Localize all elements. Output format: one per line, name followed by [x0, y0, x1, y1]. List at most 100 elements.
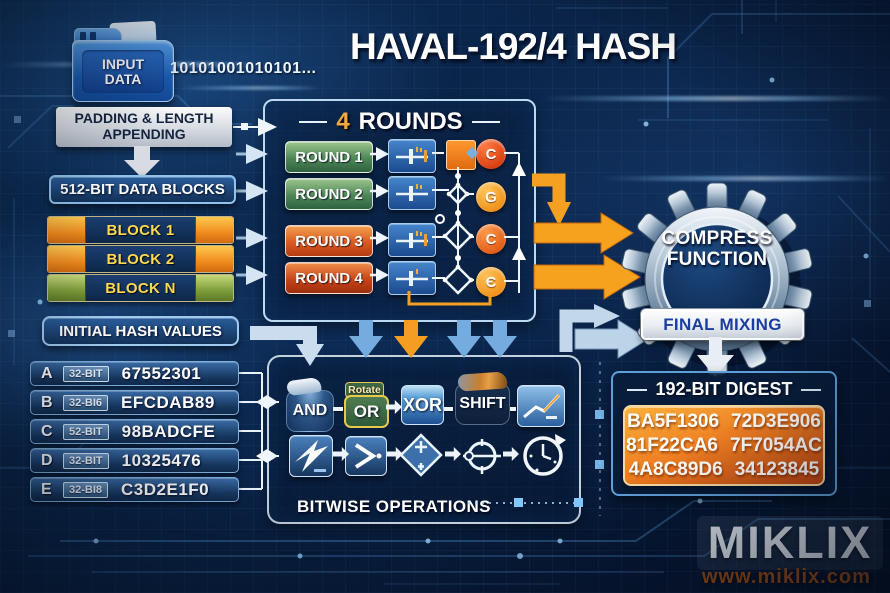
register-value: 98BADCFE — [121, 421, 216, 441]
rounds-to-compress-arrows — [532, 173, 649, 359]
block-cap — [48, 275, 85, 301]
round-function-icon — [388, 139, 436, 173]
block-row-1: BLOCK 1 — [47, 216, 234, 244]
xor-op-icon: XOR — [401, 385, 444, 425]
brand-logo: MIKLIX — [697, 516, 883, 570]
digest-word: 4A8C89D6 — [628, 458, 723, 480]
register-value: EFCDAB89 — [121, 392, 215, 412]
graph-icon — [517, 385, 565, 427]
round-function-icon — [388, 176, 436, 210]
header-line-left — [627, 388, 648, 391]
block-label: BLOCK 2 — [85, 246, 196, 272]
register-value: C3D2E1F0 — [121, 479, 210, 499]
register-row-d: D 32-BIT 10325476 — [30, 448, 239, 473]
block-row-2: BLOCK 2 — [47, 245, 234, 273]
digest-row: BA5F1306 72D3E906 — [625, 411, 823, 433]
block-row-n: BLOCK N — [47, 274, 234, 302]
input-data-folder-icon: INPUT DATA — [70, 20, 176, 102]
rotate-clock-icon — [521, 432, 567, 478]
round-1-label: ROUND 1 — [295, 148, 363, 166]
register-letter: A — [41, 364, 53, 382]
header-line-right — [471, 121, 500, 123]
or-label: OR — [353, 401, 380, 421]
digest-value-box: BA5F1306 72D3E906 81F22CA6 7F7054AC 4A8C… — [623, 405, 825, 486]
binary-stream-text: 10101001010101... — [170, 60, 317, 77]
rounds-panel-title: 4 ROUNDS — [265, 108, 534, 136]
register-width-badge: 32-BIT — [63, 365, 109, 382]
and-label: AND — [292, 402, 328, 419]
register-width-badge: 32-BI8 — [63, 481, 109, 498]
shift-label: SHIFT — [459, 395, 506, 412]
rounds-label: ROUNDS — [358, 108, 463, 135]
round-3-label: ROUND 3 — [295, 232, 363, 250]
header-line-left — [299, 121, 328, 123]
round-2-box: ROUND 2 — [285, 178, 373, 210]
connector-dash — [510, 407, 516, 411]
node-letter: C — [485, 145, 497, 163]
round-1-box: ROUND 1 — [285, 141, 373, 173]
register-value: 67552301 — [121, 363, 202, 383]
xor-label: XOR — [402, 394, 442, 415]
round-4-label: ROUND 4 — [295, 269, 363, 287]
register-letter: D — [41, 451, 53, 469]
rounds-panel: 4 ROUNDS ROUND 1 ROUND 2 ROUND 3 ROUND 4… — [263, 99, 536, 322]
round-function-icon — [388, 261, 436, 295]
register-row-b: B 32-BI6 EFCDAB89 — [30, 390, 239, 415]
folder-label-line1: INPUT — [102, 55, 144, 72]
digest-word: 7F7054AC — [730, 434, 822, 456]
compress-line2: FUNCTION — [666, 248, 768, 270]
round-4-output-node: Є — [476, 267, 506, 297]
digest-word: 81F22CA6 — [626, 434, 718, 456]
block-cap — [48, 217, 85, 243]
block-label: BLOCK N — [85, 275, 196, 301]
or-op-icon: OR — [344, 395, 389, 428]
folder-body: INPUT DATA — [72, 40, 174, 102]
register-row-c: C 52-BIT 98BADCFE — [30, 419, 239, 444]
round-3-box: ROUND 3 — [285, 225, 373, 257]
round-4-box: ROUND 4 — [285, 262, 373, 294]
glow-streak — [540, 96, 890, 101]
register-width-badge: 32-BIT — [63, 452, 109, 469]
round-function-icon — [388, 223, 436, 257]
crosshair-icon — [463, 437, 501, 475]
glow-streak — [600, 176, 890, 181]
padding-step: PADDING & LENGTH APPENDING — [56, 107, 232, 147]
block-label: BLOCK 1 — [85, 217, 196, 243]
digest-panel: 192-BIT DIGEST BA5F1306 72D3E906 81F22CA… — [611, 371, 837, 496]
digest-word: 34123845 — [734, 458, 820, 480]
rounds-to-bitwise-arrows — [349, 320, 517, 358]
node-letter: Є — [485, 273, 497, 291]
digest-row: 81F22CA6 7F7054AC — [625, 435, 823, 457]
block-cap — [196, 246, 233, 272]
header-line-right — [800, 388, 821, 391]
digest-header: 192-BIT DIGEST — [613, 379, 835, 400]
shift-op-icon: SHIFT — [455, 383, 510, 425]
compress-line1: COMPRESS — [661, 228, 773, 249]
rounds-count: 4 — [336, 108, 350, 135]
register-width-badge: 32-BI6 — [63, 394, 109, 411]
mixing-square-node — [446, 140, 476, 170]
bitwise-operations-label: BITWISE OPERATIONS — [297, 497, 491, 516]
bitwise-operations-panel: AND Rotate OR XOR SHIFT BITWISE OPERA — [267, 355, 581, 524]
round-2-output-node: G — [476, 182, 506, 212]
block-cap — [48, 246, 85, 272]
and-op-icon: AND — [286, 390, 334, 432]
digest-word: BA5F1306 — [627, 410, 720, 432]
folder-label: INPUT DATA — [82, 50, 164, 93]
chevron-flow-icon — [345, 436, 387, 476]
block-cap — [196, 217, 233, 243]
page-title: HAVAL-192/4 HASH — [350, 26, 677, 67]
digest-title: 192-BIT DIGEST — [655, 379, 793, 399]
register-letter: E — [41, 480, 52, 498]
register-row-a: A 32-BIT 67552301 — [30, 361, 239, 386]
merge-arrow-icon — [289, 435, 333, 477]
flow-arrow-icon — [503, 447, 519, 461]
connector-dash — [444, 407, 453, 411]
glow-streak — [180, 86, 320, 90]
initial-hash-header: INITIAL HASH VALUES — [42, 316, 239, 346]
node-letter: C — [485, 230, 497, 248]
register-letter: C — [41, 422, 53, 440]
compress-function-title: COMPRESS FUNCTION — [637, 228, 797, 271]
flow-arrow-icon — [445, 447, 461, 461]
